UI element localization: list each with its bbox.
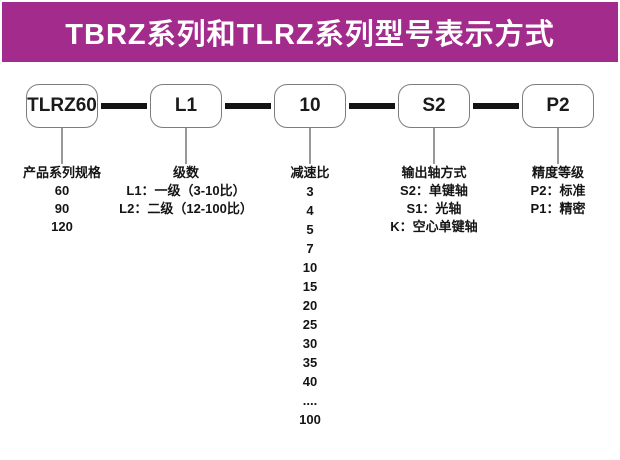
list-item: 35 (302, 355, 318, 370)
list-item: 3 (306, 184, 314, 199)
model-box-label: TLRZ60 (27, 95, 97, 116)
column-header: 输出轴方式 (401, 165, 467, 180)
list-item: 120 (51, 219, 73, 234)
column-series: TLRZ60 产品系列规格 60 90 120 (0, 64, 124, 429)
model-box-ratio: 10 (274, 84, 346, 128)
column-header: 级数 (172, 165, 199, 180)
column-header: 精度等级 (531, 165, 584, 180)
list-item: 25 (302, 317, 318, 332)
list-item: 90 (54, 201, 70, 216)
list-item: P1：精密 (530, 201, 586, 216)
connector-line (349, 103, 395, 109)
list-item-ellipsis: .... (302, 393, 318, 408)
title-bar: TBRZ系列和TLRZ系列型号表示方式 (2, 2, 618, 62)
list-item: L2：二级（12-100比） (119, 201, 253, 216)
list-item: S2：单键轴 (400, 183, 468, 198)
model-box-series: TLRZ60 (26, 84, 98, 128)
drop-line (433, 128, 435, 164)
list-item: 40 (302, 374, 318, 389)
list-item: 60 (54, 183, 70, 198)
list-item: L1：一级（3-10比） (126, 183, 246, 198)
list-item: 15 (302, 279, 318, 294)
list-item: P2：标准 (530, 183, 586, 198)
list-item: 10 (302, 260, 318, 275)
stages-list: L1：一级（3-10比） L2：二级（12-100比） (119, 182, 253, 218)
connector-line (473, 103, 519, 109)
column-stages: L1 级数 L1：一级（3-10比） L2：二级（12-100比） (119, 64, 253, 429)
list-item: S1：光轴 (406, 201, 462, 216)
drop-line (185, 128, 187, 164)
model-box-precision: P2 (522, 84, 594, 128)
list-item: 5 (306, 222, 314, 237)
model-code-diagram: TLRZ60 产品系列规格 60 90 120 L1 级数 L1：一级（3-10… (0, 64, 620, 460)
model-box-output-shaft: S2 (398, 84, 470, 128)
ratio-list: 3 4 5 7 10 15 20 25 30 35 40 .... 100 (299, 182, 321, 429)
list-item: 30 (302, 336, 318, 351)
drop-line (557, 128, 559, 164)
model-box-label: S2 (422, 95, 446, 116)
drop-line (61, 128, 63, 164)
list-item: 100 (299, 412, 321, 427)
column-header: 减速比 (290, 165, 330, 180)
model-box-label: 10 (299, 95, 321, 116)
column-output-shaft: S2 输出轴方式 S2：单键轴 S1：光轴 K：空心单键轴 (372, 64, 496, 429)
drop-line (309, 128, 311, 164)
series-list: 60 90 120 (51, 182, 73, 236)
column-precision: P2 精度等级 P2：标准 P1：精密 (496, 64, 620, 429)
list-item: 7 (306, 241, 314, 256)
output-shaft-list: S2：单键轴 S1：光轴 K：空心单键轴 (390, 182, 477, 236)
page-title: TBRZ系列和TLRZ系列型号表示方式 (65, 19, 555, 51)
model-box-label: P2 (546, 95, 570, 116)
column-header: 产品系列规格 (22, 165, 101, 180)
precision-list: P2：标准 P1：精密 (531, 182, 586, 218)
list-item: 4 (306, 203, 314, 218)
connector-line (101, 103, 147, 109)
columns-row: TLRZ60 产品系列规格 60 90 120 L1 级数 L1：一级（3-10… (0, 64, 620, 429)
connector-line (225, 103, 271, 109)
list-item: 20 (302, 298, 318, 313)
list-item: K：空心单键轴 (390, 219, 478, 234)
column-ratio: 10 减速比 3 4 5 7 10 15 20 25 30 35 40 .... (248, 64, 372, 429)
model-box-stages: L1 (150, 84, 222, 128)
model-box-label: L1 (174, 95, 198, 116)
